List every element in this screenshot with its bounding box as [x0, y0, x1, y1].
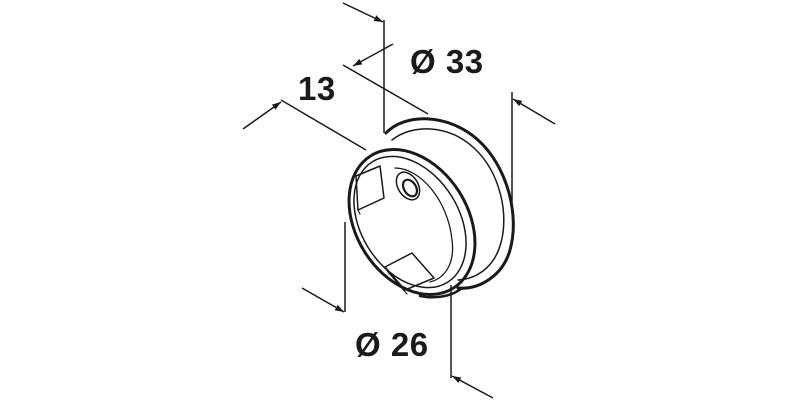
screw-hole-inner: [401, 178, 419, 198]
ext-line-depth-1: [342, 64, 429, 115]
screw-hole-outer: [395, 171, 421, 201]
arrow-depth: [242, 101, 282, 130]
arrow-inner-left: [301, 287, 345, 313]
depth-label: 13: [298, 70, 336, 107]
inner-wall: [394, 167, 454, 283]
outer-rim-inner-line: [391, 128, 505, 281]
arrow-outer-top: [342, 2, 384, 23]
inner-diameter-label: Ø 26: [355, 326, 429, 363]
lower-lug: [384, 252, 435, 291]
arrow-outer-mid: [352, 43, 394, 67]
upper-lug: [355, 165, 385, 211]
arrow-inner-right: [451, 375, 494, 399]
flange-bottom: [418, 286, 464, 299]
front-cup-inner: [353, 155, 467, 289]
dimension-lines: [242, 2, 556, 399]
arrow-outer-right: [512, 98, 556, 125]
part-outline: [347, 117, 515, 299]
outer-diameter-label: Ø 33: [410, 43, 484, 80]
outer-rim-back: [384, 117, 515, 290]
front-cup-outer: [347, 148, 477, 296]
ext-line-depth-2: [280, 99, 367, 151]
